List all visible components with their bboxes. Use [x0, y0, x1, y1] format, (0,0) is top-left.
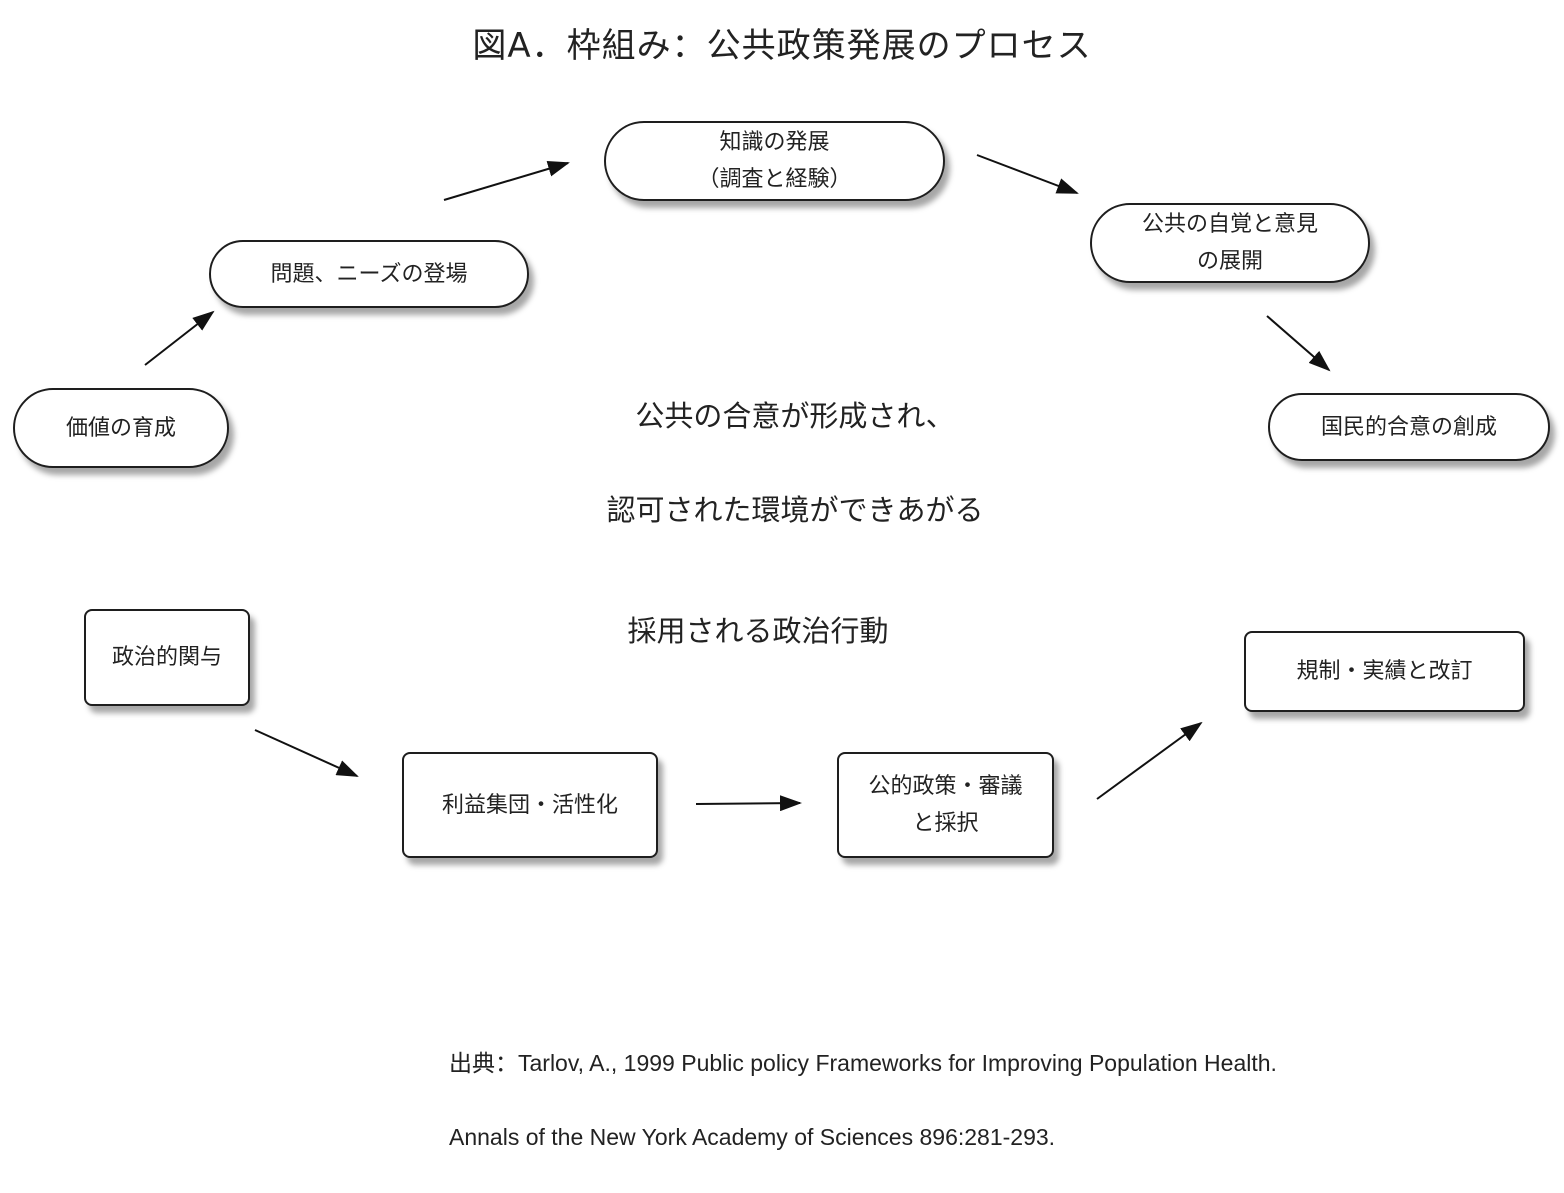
arrow-political-to-interest	[254, 729, 359, 777]
node-issues: 問題、ニーズの登場	[209, 240, 529, 308]
node-knowledge-label-2: （調査と経験）	[697, 167, 852, 192]
middle-label: 採用される政治行動	[627, 614, 889, 648]
node-interest-label: 利益集団・活性化	[441, 792, 618, 818]
node-awareness-label-2: の展開	[1196, 249, 1263, 274]
node-issues-label: 問題、ニーズの登場	[270, 261, 468, 287]
node-regulation: 規制・実績と改訂	[1244, 631, 1525, 712]
center-text: 公共の合意が形成され、 認可された環境ができあがる	[560, 346, 1030, 581]
node-values-label: 価値の育成	[65, 415, 176, 441]
node-values: 価値の育成	[13, 388, 229, 468]
node-awareness: 公共の自覚と意見 の展開	[1090, 203, 1370, 283]
node-awareness-label-1: 公共の自覚と意見	[1141, 212, 1318, 237]
center-text-line-2: 認可された環境ができあがる	[606, 493, 984, 527]
node-political-label: 政治的関与	[111, 645, 222, 670]
source-citation: 出典：Tarlov, A., 1999 Public policy Framew…	[449, 1008, 1277, 1193]
arrow-knowledge-to-awareness	[976, 154, 1079, 194]
center-text-line-1: 公共の合意が形成され、	[635, 399, 955, 433]
source-line-2: Annals of the New York Academy of Scienc…	[449, 1124, 1056, 1150]
source-line-1: 出典：Tarlov, A., 1999 Public policy Framew…	[449, 1050, 1277, 1076]
diagram-title: 図A．枠組み：公共政策発展のプロセス	[472, 26, 1092, 66]
arrows-layer	[144, 154, 1331, 812]
node-interest: 利益集団・活性化	[402, 752, 658, 858]
node-knowledge-label-1: 知識の発展	[719, 130, 830, 155]
node-deliberation-label-1: 公的政策・審議	[868, 774, 1023, 799]
node-deliberation: 公的政策・審議 と採択	[837, 752, 1054, 858]
node-political: 政治的関与	[84, 609, 250, 706]
arrow-values-to-issues	[144, 310, 215, 366]
node-knowledge: 知識の発展 （調査と経験）	[604, 121, 945, 201]
arrow-deliberation-to-regulation	[1096, 721, 1203, 800]
arrow-interest-to-deliberation	[695, 795, 802, 812]
node-consensus-label: 国民的合意の創成	[1320, 414, 1497, 440]
node-consensus: 国民的合意の創成	[1268, 393, 1550, 461]
node-deliberation-label-2: と採択	[912, 811, 979, 836]
arrow-awareness-to-consensus	[1266, 315, 1331, 372]
arrow-issues-to-knowledge	[443, 161, 570, 201]
node-regulation-label: 規制・実績と改訂	[1296, 659, 1473, 684]
